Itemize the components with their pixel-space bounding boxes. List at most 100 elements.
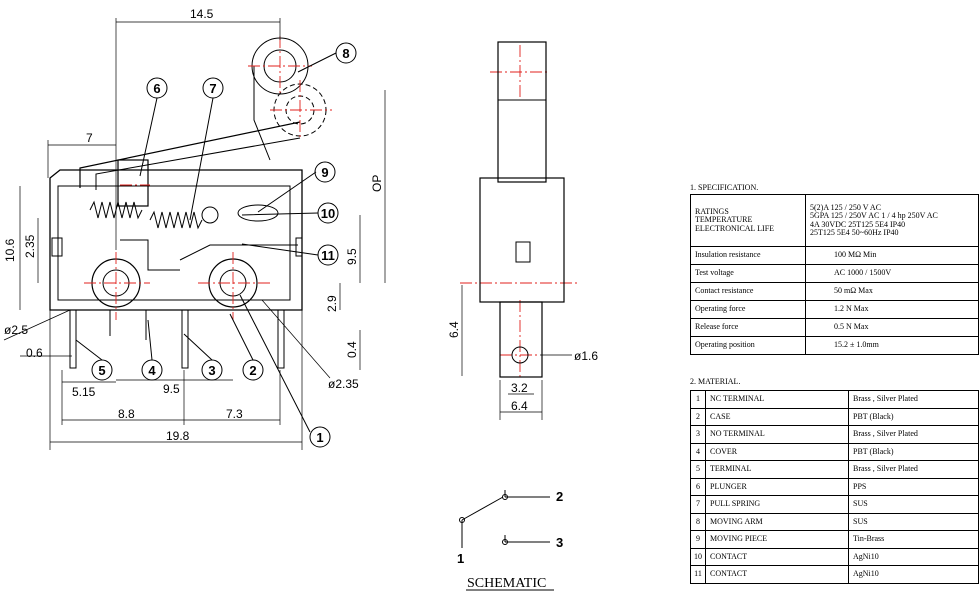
mat-material: Brass , Silver Plated [848, 460, 979, 479]
dim-5-15: 5.15 [72, 385, 96, 399]
spec-label: Operating position [690, 336, 806, 355]
spec-label: Test voltage [690, 264, 806, 283]
dim-2-9: 2.9 [325, 295, 339, 312]
dim-3-2: 3.2 [511, 381, 528, 395]
mat-material: SUS [848, 512, 979, 531]
mat-part: NC TERMINAL [705, 390, 849, 409]
mat-num: 5 [690, 460, 706, 479]
switch-side-view [461, 41, 572, 420]
callout-2: 2 [249, 363, 256, 378]
specification-table: RATINGS TEMPERATURE ELECTRONICAL LIFE 5(… [690, 194, 979, 355]
mat-part: PULL SPRING [705, 495, 849, 514]
specification-title: 1. SPECIFICATION. [690, 183, 759, 192]
mat-material: PBT (Black) [848, 407, 979, 426]
dim-dia-2-35: ø2.35 [328, 377, 359, 391]
mat-part: PLUNGER [705, 477, 849, 496]
spec-value: 0.5 N Max [805, 318, 979, 337]
mat-part: CONTACT [705, 547, 849, 566]
spec-label: Insulation resistance [690, 246, 806, 265]
mat-part: NO TERMINAL [705, 425, 849, 444]
callout-3: 3 [208, 363, 215, 378]
callout-5: 5 [98, 363, 105, 378]
mat-num: 2 [690, 407, 706, 426]
dim-7: 7 [86, 131, 93, 145]
dim-10-6: 10.6 [3, 238, 17, 262]
mat-num: 9 [690, 530, 706, 549]
mat-material: SUS [848, 495, 979, 514]
dim-9-5: 9.5 [345, 248, 359, 265]
callout-7: 7 [209, 81, 216, 96]
dim-19-8: 19.8 [166, 429, 190, 443]
mat-num: 8 [690, 512, 706, 531]
mat-part: CASE [705, 407, 849, 426]
schematic-symbol [459, 490, 554, 591]
schematic-pin-2: 2 [556, 489, 563, 504]
callout-1: 1 [316, 430, 323, 445]
mat-material: AgNi10 [848, 565, 979, 584]
spec-label: Contact resistance [690, 282, 806, 301]
mat-material: PBT (Black) [848, 442, 979, 461]
callout-11: 11 [321, 248, 335, 263]
mat-num: 4 [690, 442, 706, 461]
mat-material: Brass , Silver Plated [848, 390, 979, 409]
dim-8-8: 8.8 [118, 407, 135, 421]
schematic-pin-1: 1 [457, 551, 464, 566]
dim-0-6: 0.6 [26, 346, 43, 360]
center-lines [84, 36, 580, 378]
mat-part: MOVING PIECE [705, 530, 849, 549]
mat-num: 1 [690, 390, 706, 409]
mat-material: Brass , Silver Plated [848, 425, 979, 444]
spec-value: 15.2 ± 1.0mm [805, 336, 979, 355]
mat-num: 7 [690, 495, 706, 514]
dim-dia-1-6: ø1.6 [574, 349, 598, 363]
ratings-label: RATINGS TEMPERATURE ELECTRONICAL LIFE [690, 194, 806, 247]
callout-9: 9 [321, 165, 328, 180]
switch-front-view [49, 37, 327, 369]
mat-part: COVER [705, 442, 849, 461]
mat-material: AgNi10 [848, 547, 979, 566]
callout-10: 10 [321, 206, 335, 221]
dim-2-35: 2.35 [23, 234, 37, 258]
spec-value: 1.2 N Max [805, 300, 979, 319]
mat-part: TERMINAL [705, 460, 849, 479]
schematic-pin-3: 3 [556, 535, 563, 550]
mat-num: 10 [690, 547, 706, 566]
dim-14-5: 14.5 [190, 7, 214, 21]
spec-value: 100 MΩ Min [805, 246, 979, 265]
mat-part: CONTACT [705, 565, 849, 584]
callout-6: 6 [153, 81, 160, 96]
mat-material: PPS [848, 477, 979, 496]
schematic-title: SCHEMATIC [467, 576, 546, 591]
mat-num: 3 [690, 425, 706, 444]
mat-num: 6 [690, 477, 706, 496]
dim-dia-2-5: ø2.5 [4, 323, 28, 337]
ratings-value: 5(2)A 125 / 250 V AC 5GPA 125 / 250V AC … [805, 194, 979, 247]
mat-part: MOVING ARM [705, 512, 849, 531]
callout-4: 4 [148, 363, 156, 378]
dimension-lines [3, 18, 386, 450]
callout-circles [75, 42, 357, 448]
dim-9-5b: 9.5 [163, 382, 180, 396]
dim-6-4: 6.4 [447, 321, 461, 338]
dim-6-4b: 6.4 [511, 399, 528, 413]
callout-8: 8 [342, 46, 349, 61]
dim-7-3: 7.3 [226, 407, 243, 421]
